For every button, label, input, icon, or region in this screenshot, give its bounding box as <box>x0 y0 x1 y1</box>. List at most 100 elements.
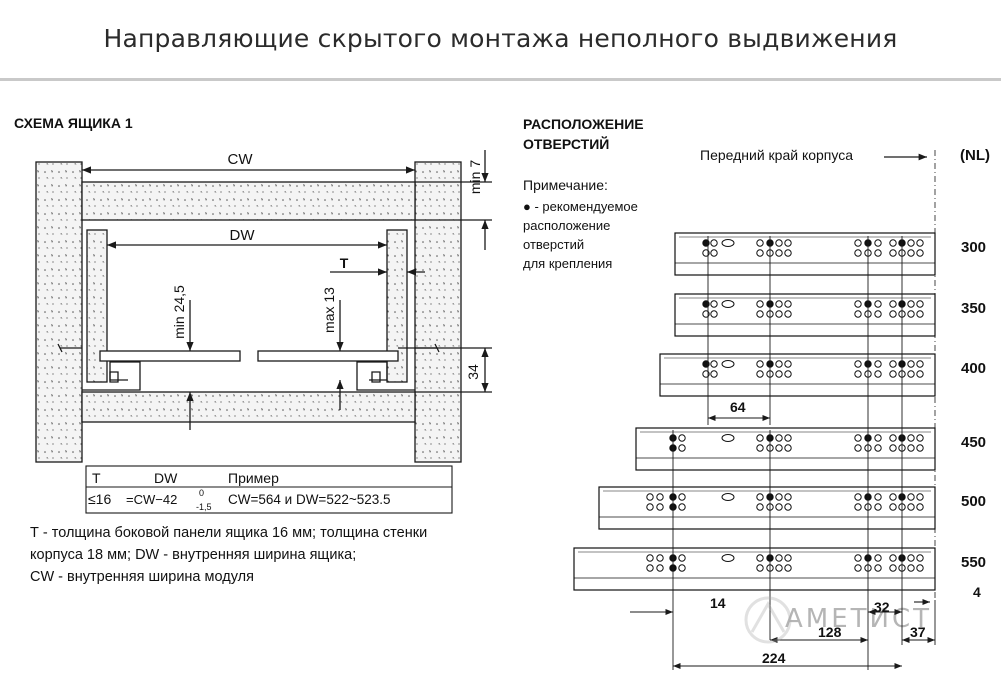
hole-icon <box>678 503 686 511</box>
hole-icon <box>646 503 654 511</box>
drawer-side-left <box>86 229 108 383</box>
slot-icon <box>721 300 735 308</box>
slot-icon <box>721 360 735 368</box>
watermark-text: АМЕТИСТ <box>785 604 933 634</box>
hole-icon <box>775 300 783 308</box>
hole-icon <box>854 434 862 442</box>
hole-icon <box>874 503 882 511</box>
hole-icon <box>775 360 783 368</box>
right-section-heading: РАСПОЛОЖЕНИЕ ОТВЕРСТИЙ <box>523 114 644 154</box>
hole-icon <box>784 300 792 308</box>
hole-icon <box>907 370 915 378</box>
hole-icon <box>874 564 882 572</box>
note-body: ● - рекомендуемое расположение отверстий… <box>523 197 638 273</box>
hole-icon <box>916 503 924 511</box>
right-heading-line-2: ОТВЕРСТИЙ <box>523 136 610 152</box>
table-dw-tol-upper: 0 <box>199 488 204 498</box>
hole-icon <box>854 564 862 572</box>
hole-icon <box>907 434 915 442</box>
hole-icon <box>874 360 882 368</box>
hole-icon <box>784 493 792 501</box>
front-edge-label: Передний край корпуса <box>700 147 853 163</box>
description-line-2: корпуса 18 мм; DW - внутренняя ширина ящ… <box>30 547 357 563</box>
runner-left <box>82 361 141 391</box>
hole-icon <box>907 444 915 452</box>
hole-icon <box>756 434 764 442</box>
label-34: 34 <box>465 364 481 380</box>
watermark-logo <box>744 596 792 644</box>
hole-icon <box>874 444 882 452</box>
note-title: Примечание: <box>523 177 608 193</box>
hole-icon <box>916 434 924 442</box>
screws <box>57 343 440 353</box>
label-min245: min 24,5 <box>171 285 187 339</box>
hole-icon <box>784 554 792 562</box>
nl-length-label: 550 <box>961 554 986 571</box>
hole-icon <box>775 493 783 501</box>
hole-icon <box>874 310 882 318</box>
label-t: T <box>340 255 349 271</box>
hole-icon <box>784 360 792 368</box>
hole-icon <box>874 300 882 308</box>
hole-icon <box>756 249 764 257</box>
hole-icon <box>775 370 783 378</box>
hole-icon <box>678 444 686 452</box>
hole-icon <box>784 310 792 318</box>
hole-icon <box>710 239 718 247</box>
hole-icon <box>784 444 792 452</box>
hole-icon <box>854 239 862 247</box>
hole-icon <box>710 370 718 378</box>
hole-icon <box>874 249 882 257</box>
hole-icon <box>907 564 915 572</box>
nl-length-label: 450 <box>961 434 986 451</box>
hole-icon <box>907 300 915 308</box>
label-max13: max 13 <box>321 287 337 333</box>
hole-icon <box>775 239 783 247</box>
hole-icon <box>916 360 924 368</box>
nl-length-label: 400 <box>961 360 986 377</box>
hole-icon <box>678 564 686 572</box>
hole-icon <box>784 564 792 572</box>
table-header-t: T <box>92 470 101 486</box>
hole-icon <box>874 493 882 501</box>
hole-icon <box>756 300 764 308</box>
hole-icon <box>775 310 783 318</box>
hole-icon <box>775 564 783 572</box>
hole-icon <box>646 493 654 501</box>
slide-row <box>674 293 936 337</box>
hole-icon <box>775 554 783 562</box>
hole-icon <box>907 249 915 257</box>
hole-icon <box>656 503 664 511</box>
label-224: 224 <box>762 650 786 666</box>
hole-icon <box>916 564 924 572</box>
hole-icon <box>756 370 764 378</box>
hole-icon <box>854 370 862 378</box>
label-128: 128 <box>818 624 842 640</box>
hole-icon <box>656 493 664 501</box>
hole-icon <box>916 444 924 452</box>
label-min7: min 7 <box>467 160 483 194</box>
hole-icon <box>889 503 897 511</box>
hole-icon <box>646 554 654 562</box>
right-dimensions <box>630 414 935 670</box>
nl-length-label: 350 <box>961 300 986 317</box>
hole-icon <box>710 249 718 257</box>
runner-right <box>356 361 415 391</box>
left-section-heading: СХЕМА ЯЩИКА 1 <box>14 115 133 131</box>
hole-icon <box>889 249 897 257</box>
hole-icon <box>646 564 654 572</box>
slide-row <box>674 232 936 276</box>
example-table <box>85 465 453 514</box>
slide-row <box>635 427 936 471</box>
hole-icon <box>907 503 915 511</box>
hole-icon <box>854 310 862 318</box>
note-line-3: отверстий <box>523 237 585 252</box>
hole-icon <box>889 239 897 247</box>
title-divider <box>0 78 1001 81</box>
hole-icon <box>678 434 686 442</box>
hole-icon <box>756 360 764 368</box>
note-line-2: расположение <box>523 218 611 233</box>
hole-icon <box>916 249 924 257</box>
